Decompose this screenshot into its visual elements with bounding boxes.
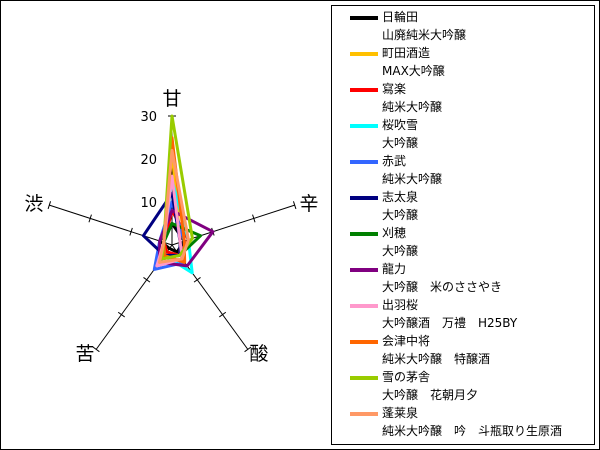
axis-tick — [143, 277, 151, 283]
legend-subname: 純米大吟醸 特醸酒 — [382, 352, 491, 366]
legend-subname: 大吟醸 — [382, 208, 419, 222]
tick-label-20: 20 — [140, 153, 157, 168]
legend-name: 龍力 — [382, 262, 407, 276]
axis-tick — [117, 311, 125, 318]
legend-subname: 大吟醸酒 万禮 H25BY — [382, 316, 518, 330]
legend-subname: 大吟醸 花朝月夕 — [382, 388, 479, 402]
legend-swatch — [350, 124, 378, 128]
legend-name: 町田酒造 — [382, 46, 431, 60]
legend-subname: 山廃純米大吟醸 — [382, 28, 467, 42]
legend-entry: 龍力 大吟醸 米のささやき — [332, 258, 594, 294]
legend-name: 刈穂 — [382, 226, 407, 240]
legend-name: 志太泉 — [382, 190, 419, 204]
legend-subname: 純米大吟醸 — [382, 100, 443, 114]
series-line — [157, 148, 190, 264]
legend-swatch — [350, 16, 378, 20]
legend-subname: 大吟醸 米のささやき — [382, 280, 503, 294]
tick-label-10: 10 — [140, 196, 157, 211]
legend-swatch — [350, 52, 378, 56]
axis-spoke — [49, 204, 173, 246]
legend-swatch — [350, 160, 378, 164]
axis-label-sour: 酸 — [249, 343, 268, 365]
legend-name: 会津中将 — [382, 334, 431, 348]
legend-entry: 日輪田 山廃純米大吟醸 — [332, 6, 594, 42]
radar-series-group — [141, 114, 215, 275]
legend-swatch — [350, 304, 378, 308]
legend-swatch — [350, 412, 378, 416]
axis-tick — [92, 346, 100, 353]
legend-subname: MAX大吟醸 — [382, 64, 445, 78]
legend-swatch — [350, 340, 378, 344]
legend-subname: 大吟醸 — [382, 136, 419, 150]
axis-label-dry: 辛 — [299, 193, 318, 215]
legend-name: 寫楽 — [382, 82, 407, 96]
legend-entry: 出羽桜 大吟醸酒 万禮 H25BY — [332, 294, 594, 330]
legend-subname: 大吟醸 — [382, 244, 419, 258]
legend-entry: 蓬莱泉 純米大吟醸 吟 斗瓶取り生原酒 — [332, 402, 594, 438]
legend-entry: 寫楽 純米大吟醸 — [332, 78, 594, 114]
axis-tick — [193, 277, 201, 283]
axis-tick — [219, 311, 227, 318]
legend-name: 桜吹雪 — [382, 118, 419, 132]
legend-name: 蓬莱泉 — [382, 406, 419, 420]
axis-tick — [244, 346, 252, 353]
legend-entry: 志太泉 大吟醸 — [332, 186, 594, 222]
axis-tick — [47, 201, 52, 210]
legend-entry: 雪の茅舎 大吟醸 花朝月夕 — [332, 366, 594, 402]
legend-name: 日輪田 — [382, 10, 419, 24]
legend-subname: 純米大吟醸 — [382, 172, 443, 186]
legend-entry: 会津中将 純米大吟醸 特醸酒 — [332, 330, 594, 366]
axis-label-bitter: 苦 — [75, 343, 94, 365]
legend-swatch — [350, 88, 378, 92]
axis-labels: 甘 辛 酸 苦 渋 — [24, 88, 318, 365]
tick-label-30: 30 — [140, 110, 157, 125]
legend-name: 出羽桜 — [382, 298, 419, 312]
series-line — [157, 209, 215, 268]
axis-tick — [88, 214, 92, 223]
legend-name: 赤武 — [382, 154, 407, 168]
axis-tick — [252, 214, 256, 223]
legend-entry: 刈穂 大吟醸 — [332, 222, 594, 258]
legend-swatch — [350, 232, 378, 236]
radial-tick-labels: 10 20 30 — [140, 110, 157, 211]
legend-swatch — [350, 376, 378, 380]
legend-entry: 赤武 純米大吟醸 — [332, 150, 594, 186]
legend-swatch — [350, 196, 378, 200]
axis-label-sweet: 甘 — [162, 88, 181, 110]
axis-label-astringent: 渋 — [24, 193, 43, 215]
legend-entry: 桜吹雪 大吟醸 — [332, 114, 594, 150]
legend-subname: 純米大吟醸 吟 斗瓶取り生原酒 — [382, 424, 563, 438]
axis-tick — [292, 201, 297, 210]
legend-name: 雪の茅舎 — [382, 370, 431, 384]
axis-tick — [129, 227, 133, 236]
legend: 日輪田 山廃純米大吟醸 町田酒造 MAX大吟醸 寫楽 純米大吟醸 桜吹雪 大吟醸… — [331, 5, 595, 445]
legend-swatch — [350, 268, 378, 272]
legend-entry: 町田酒造 MAX大吟醸 — [332, 42, 594, 78]
